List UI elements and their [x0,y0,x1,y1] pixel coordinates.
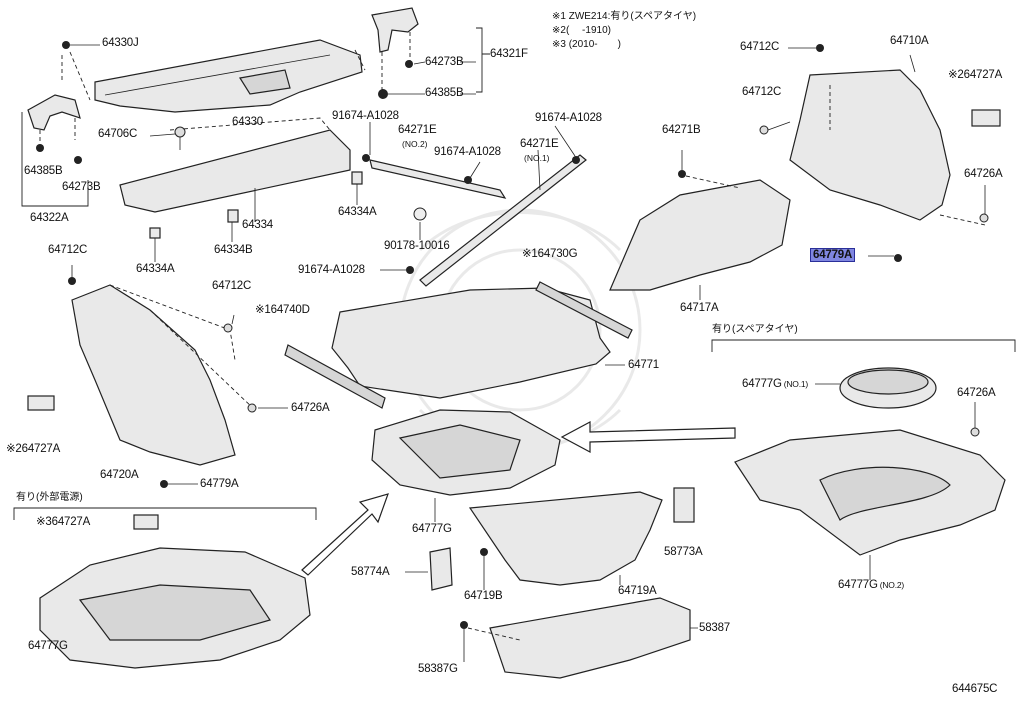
part-label-64719B[interactable]: 64719B [464,590,503,602]
tray-64777G-no1 [839,367,937,409]
part-label-64321F[interactable]: 64321F [490,48,528,60]
tray-64777G-no2 [734,429,1006,556]
cover-64717A [609,179,791,291]
part-label-64273B-top[interactable]: 64273B [425,56,464,68]
package-tray-64330 [94,39,363,113]
sublabel-no2: (NO.2) [402,139,428,149]
side-trim-64720A [71,284,236,466]
part-label-58387G[interactable]: 58387G [418,663,458,675]
side-trim-64710A [789,69,951,221]
sublabel-g-no1: (NO.1) [783,379,809,389]
part-label-64271E-no2[interactable]: 64271E [398,124,437,136]
sublabel-g-no2: (NO.2) [879,580,905,590]
part-label-64777G-no1-text: 64777G [742,378,782,390]
part-label-64706C[interactable]: 64706C [98,128,138,140]
part-label-64710A[interactable]: 64710A [890,35,929,47]
part-label-64779A-right[interactable]: 64779A [810,248,856,262]
arrow-left-to-center [301,493,389,576]
arrow-right-to-center [560,420,736,454]
group-label-external: 有り(外部電源) [16,492,83,503]
part-label-64771[interactable]: 64771 [628,359,659,371]
group-bracket-spare [711,339,1016,352]
part-label-91674-d[interactable]: 91674-A1028 [298,264,365,276]
part-label-58387[interactable]: 58387 [699,622,730,634]
panel-64719A [468,491,663,586]
bracket-64321F [371,7,419,53]
scuff-plate-58387 [489,597,691,679]
group-bracket-external [13,507,317,520]
mat-64334 [119,129,351,213]
highlighted-part-64779A[interactable]: 64779A [810,248,856,262]
tray-64777G-center [371,409,561,496]
part-label-91674-c[interactable]: 91674-A1028 [434,146,501,158]
part-label-64712C-r2[interactable]: 64712C [742,86,782,98]
part-label-91674-b[interactable]: 91674-A1028 [535,112,602,124]
part-label-64330[interactable]: 64330 [232,116,263,128]
part-label-64777G-center[interactable]: 64777G [412,523,452,535]
part-label-64720A[interactable]: 64720A [100,469,139,481]
part-label-64717A[interactable]: 64717A [680,302,719,314]
part-label-64334A-a[interactable]: 64334A [338,206,377,218]
part-label-64322A[interactable]: 64322A [30,212,69,224]
part-label-58774A[interactable]: 58774A [351,566,390,578]
part-label-91674-a[interactable]: 91674-A1028 [332,110,399,122]
part-label-64727A-left[interactable]: ※264727A [6,443,61,455]
rod-64271E [369,154,587,287]
clip-icon [62,41,70,49]
part-label-64712C-left[interactable]: 64712C [48,244,88,256]
part-label-64719A[interactable]: 64719A [618,585,657,597]
part-label-64712C-mid[interactable]: 64712C [212,280,252,292]
diagram-id: 644675C [952,683,998,695]
part-label-64777G-no2-text: 64777G [838,579,878,591]
part-label-64334B[interactable]: 64334B [214,244,253,256]
hook-64322A [27,94,81,131]
part-label-64273B-left[interactable]: 64273B [62,181,101,193]
part-label-64727A-right[interactable]: ※264727A [948,69,1003,81]
part-label-64777G-no2[interactable]: 64777G(NO.2) [838,579,904,592]
part-label-64385B-left[interactable]: 64385B [24,165,63,177]
part-label-64727A-external[interactable]: ※364727A [36,516,91,528]
part-label-64712C-r1[interactable]: 64712C [740,41,780,53]
note-2: ※2( -1910) [552,25,611,36]
part-label-64730G[interactable]: ※164730G [522,248,578,260]
part-label-64777G-external[interactable]: 64777G [28,640,68,652]
part-label-64740D[interactable]: ※164740D [255,304,310,316]
sublabel-no1: (NO.1) [524,153,550,163]
part-label-64726A-right[interactable]: 64726A [964,168,1003,180]
note-1: ※1 ZWE214:有り(スペアタイヤ) [552,11,697,22]
group-label-spare: 有り(スペアタイヤ) [712,324,798,335]
part-label-64726A-spare[interactable]: 64726A [957,387,996,399]
part-label-64330J[interactable]: 64330J [102,37,139,49]
part-label-64726A-left[interactable]: 64726A [291,402,330,414]
part-label-64334A-b[interactable]: 64334A [136,263,175,275]
part-label-64271B[interactable]: 64271B [662,124,701,136]
note-3: ※3 (2010- ) [552,39,621,50]
part-label-64779A-left[interactable]: 64779A [200,478,239,490]
part-label-58773A[interactable]: 58773A [664,546,703,558]
part-label-64271E-no1[interactable]: 64271E [520,138,559,150]
part-label-64385B-top[interactable]: 64385B [425,87,464,99]
tray-64777G-external [39,547,311,669]
strip-64730G [535,281,633,339]
part-label-64334[interactable]: 64334 [242,219,273,231]
part-label-90178[interactable]: 90178-10016 [384,240,450,252]
part-label-64777G-no1[interactable]: 64777G(NO.1) [742,378,808,391]
strip-64740D [284,344,386,409]
